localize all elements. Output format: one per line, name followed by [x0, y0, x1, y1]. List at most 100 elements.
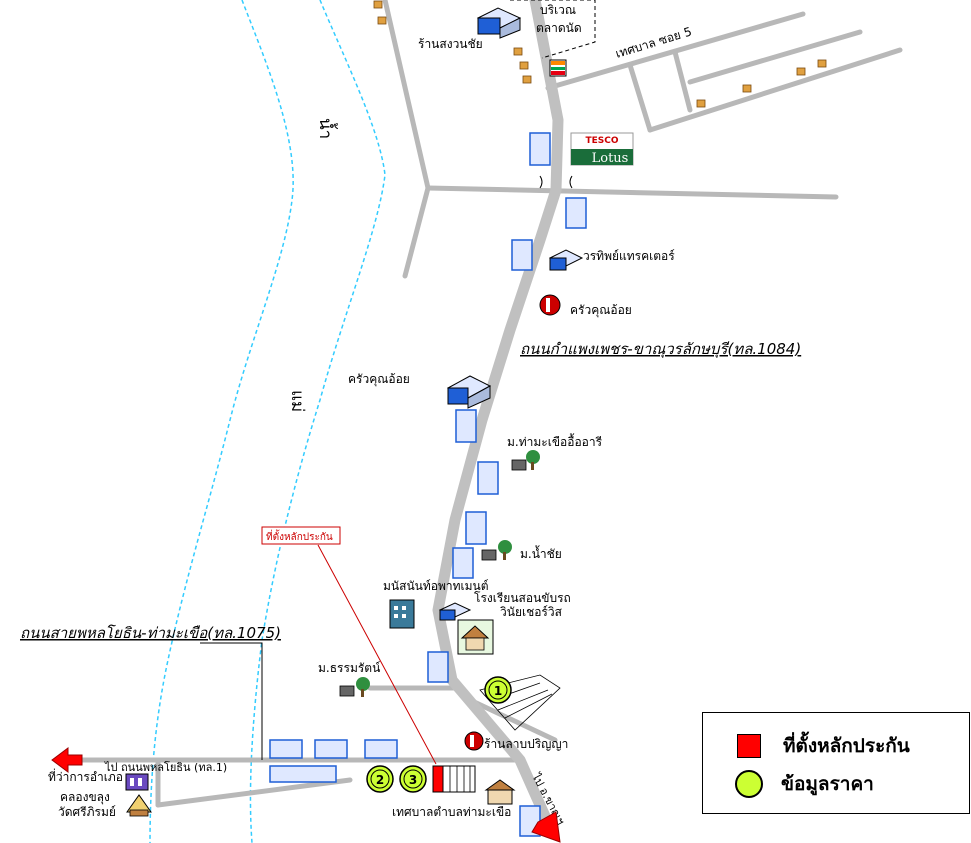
river: น้ำ แม่	[149, 0, 386, 843]
river-label-bottom: แม่	[287, 390, 307, 412]
road-east-4	[687, 29, 863, 85]
wat-si-phirom-label: วัดศรีภิรมย์	[58, 805, 116, 819]
house-icons	[373, 0, 827, 108]
village-namchai-label: ม.น้ำชัย	[520, 545, 562, 561]
river-bank-right	[249, 0, 386, 843]
shop-songwanchai-label: ร้านสงวนชัย	[418, 37, 483, 51]
khlong-khlung-label: คลองขลุง	[60, 790, 110, 805]
large-building-icon	[446, 375, 492, 409]
apartment-buildings	[269, 132, 587, 837]
road-1084-label: ถนนกำแพงเพชร-ขาณุวรลักษบุรี(ทล.1084)	[520, 340, 801, 358]
house-icon	[817, 59, 827, 68]
house-icon	[457, 619, 494, 655]
arrow-west-icon	[51, 747, 83, 773]
driving-school-icon	[438, 602, 472, 621]
price-circle-icon	[735, 770, 763, 798]
collateral-square-icon	[737, 734, 761, 758]
temple-icon	[126, 794, 152, 817]
river-label-top: น้ำ	[315, 118, 338, 139]
building-icon	[364, 739, 398, 759]
collateral-location-marker	[432, 765, 476, 793]
house-icon	[742, 84, 752, 93]
legend-price-label: ข้อมูลราคา	[781, 773, 874, 795]
price-point-1-label: 1	[494, 684, 502, 698]
building-icon	[427, 651, 449, 683]
price-point-3: 3	[399, 765, 427, 793]
road-cross-east-west	[425, 185, 839, 200]
municipal-tha-makhuea-label: เทศบาลตำบลท่ามะเขือ	[392, 805, 511, 819]
collateral-callout-box	[261, 526, 341, 545]
village-tha-makhuea-label: ม.ท่ามะเขืออื้ออารี	[507, 433, 603, 449]
house-icon	[796, 67, 806, 76]
driving-school-label-1: โรงเรียนสอนขับรถ	[474, 591, 571, 605]
apartment-label: มนัสนันท์อพาทเมนต์	[383, 579, 489, 593]
house-icon	[377, 16, 387, 25]
village-thamrat-label: ม.ธรรมรัตน์	[318, 661, 380, 675]
road-east-south	[467, 697, 558, 743]
legend-row-collateral: ที่ตั้งหลักประกัน	[737, 731, 910, 761]
building-icon	[314, 739, 348, 759]
building-icon	[477, 461, 499, 495]
worathip-tractor-label: วรทิพย์แทรคเตอร์	[583, 249, 675, 263]
building-icon	[269, 739, 303, 759]
road-south-link	[155, 777, 353, 808]
price-point-2-label: 2	[376, 773, 384, 787]
building-icon	[529, 132, 551, 166]
road-east-1	[627, 62, 653, 133]
village-icon	[511, 450, 540, 471]
price-point-1: 1	[484, 676, 512, 704]
khrua-khun-oy-label-1: ครัวคุณอ้อย	[570, 303, 632, 318]
house-icon	[519, 61, 529, 70]
market-area-box	[510, 0, 596, 59]
building-icon	[465, 511, 487, 545]
district-office-icon	[125, 773, 149, 791]
market-area-label: บริเวณ	[540, 3, 576, 17]
to-phahonyothin-label: ไป ถนนพหลโยธิน (ทล.1)	[104, 760, 227, 774]
building-icon	[455, 409, 477, 443]
house-icon	[373, 0, 383, 9]
road-east-2	[647, 47, 903, 133]
building-icon	[511, 239, 533, 271]
village-icon	[339, 677, 370, 697]
apartment-icon	[389, 599, 415, 629]
road-north-west	[382, 0, 431, 191]
building-icon	[565, 197, 587, 229]
arrow-south-east-icon	[531, 811, 561, 843]
main-road-1084	[432, 0, 564, 838]
map-legend: ที่ตั้งหลักประกัน ข้อมูลราคา	[702, 712, 970, 814]
district-office-label: ที่ว่าการอำเภอ	[48, 768, 123, 784]
house-icon	[522, 75, 532, 84]
legend-row-price: ข้อมูลราคา	[735, 769, 874, 799]
shop-lap-label: ร้านลาบปริญญา	[484, 737, 568, 751]
road-west-spur	[402, 185, 431, 279]
driving-school-label-2: วินัยเชอร์วิส	[500, 605, 563, 619]
tesco-lotus-logo: TESCO Lotus	[570, 132, 634, 166]
restaurant-icon	[464, 731, 484, 751]
callout-pointer	[317, 544, 437, 765]
road-east-3	[672, 49, 693, 113]
lotus-label: Lotus	[592, 151, 629, 166]
price-point-3-label: 3	[409, 773, 417, 787]
khrua-khun-oy-label-2: ครัวคุณอ้อย	[348, 372, 410, 387]
tractor-shop-icon	[548, 249, 584, 271]
market-area-label-2: ตลาดนัด	[536, 21, 582, 35]
house-icon	[696, 99, 706, 108]
shop-building-icon	[476, 7, 522, 39]
bridge-icon	[539, 175, 573, 189]
house-icon	[513, 47, 523, 56]
municipal-office-icon	[484, 779, 516, 805]
collateral-callout-label: ที่ตั้งหลักประกัน	[266, 529, 333, 543]
secondary-roads	[67, 0, 903, 808]
price-point-2: 2	[366, 765, 394, 793]
road-1075-pointer	[200, 642, 263, 760]
restaurant-icon	[539, 294, 561, 316]
tesco-label: TESCO	[585, 136, 618, 146]
river-bank-left	[149, 0, 294, 843]
building-icon	[452, 547, 474, 579]
seven-eleven-icon	[549, 59, 567, 77]
road-1075-label: ถนนสายพหลโยธิน-ท่ามะเขือ(ทล.1075)	[20, 624, 281, 642]
legend-collateral-label: ที่ตั้งหลักประกัน	[783, 735, 910, 757]
building-icon	[269, 765, 337, 783]
